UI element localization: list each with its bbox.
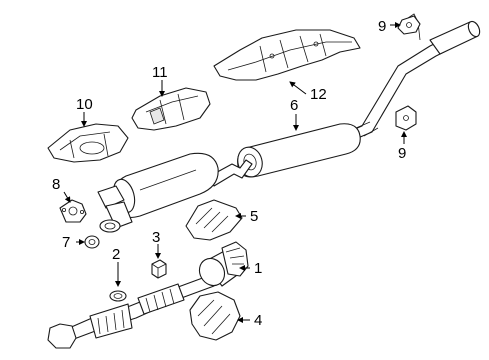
front-pipe-heat-shield <box>189 291 241 341</box>
mounting-nut <box>151 259 167 279</box>
callout-3: 3 <box>152 229 160 246</box>
callout-9-lower: 9 <box>398 145 406 162</box>
callout-9-upper: 9 <box>378 18 386 35</box>
front-pipe <box>47 275 215 349</box>
converter-heat-shield <box>185 199 243 241</box>
callout-11: 11 <box>152 64 168 81</box>
callout-6: 6 <box>290 97 298 114</box>
callout-5: 5 <box>250 208 258 225</box>
callout-10: 10 <box>76 96 93 113</box>
callout-4: 4 <box>254 312 262 329</box>
ring-gasket <box>84 235 100 249</box>
rubber-hanger-upper <box>397 15 421 35</box>
main-muffler <box>237 123 361 178</box>
rubber-hanger-lower <box>395 105 417 131</box>
seal-gasket <box>109 290 127 302</box>
callout-8: 8 <box>52 176 60 193</box>
mid-heat-shield <box>131 87 211 131</box>
callout-7: 7 <box>62 234 70 251</box>
front-heat-shield <box>47 123 129 163</box>
upper-heat-shield <box>213 29 361 81</box>
callout-leaders <box>63 22 407 323</box>
resonator <box>97 152 219 233</box>
callout-2: 2 <box>112 246 120 263</box>
callout-12: 12 <box>310 86 327 103</box>
callout-1: 1 <box>254 260 262 277</box>
intermediate-pipe <box>209 159 253 187</box>
flange-gasket <box>59 199 87 223</box>
